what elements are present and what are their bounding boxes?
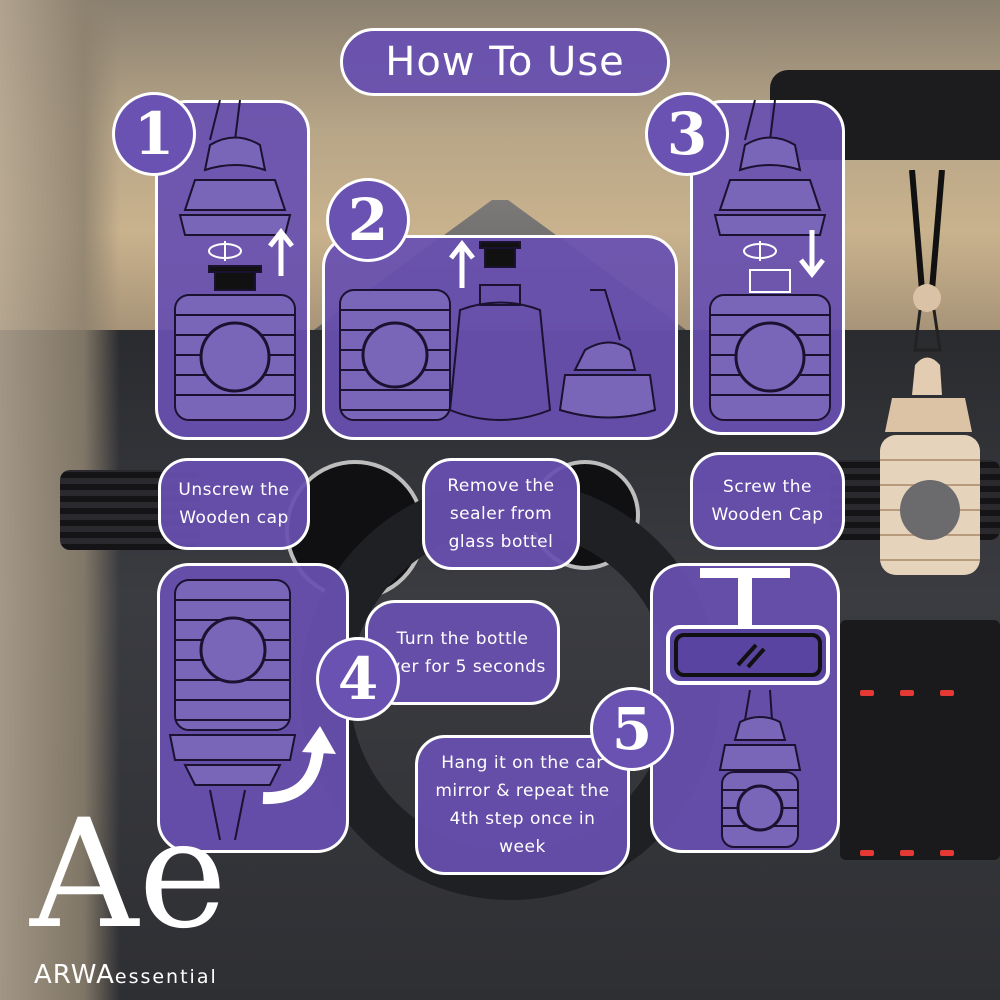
step-1-number: 1 bbox=[112, 92, 196, 176]
logo-name-main: ARWA bbox=[34, 960, 115, 990]
step-1-label: Unscrew the Wooden cap bbox=[158, 458, 310, 550]
step-3-label: Screw the Wooden Cap bbox=[690, 452, 845, 550]
step-5-number: 5 bbox=[590, 687, 674, 771]
step-5-label: Hang it on the car mirror & repeat the 4… bbox=[415, 735, 630, 875]
arrow-up-icon bbox=[447, 240, 477, 290]
step-4-illustration bbox=[165, 570, 345, 850]
step-2-number: 2 bbox=[326, 178, 410, 262]
step-3-number: 3 bbox=[645, 92, 729, 176]
step-5-illustration bbox=[710, 690, 810, 850]
step-4-number: 4 bbox=[316, 637, 400, 721]
hanging-diffuser-photo bbox=[870, 169, 990, 580]
arrow-down-icon bbox=[797, 228, 827, 278]
arrow-up-icon bbox=[266, 228, 296, 278]
logo-mark: Ae bbox=[30, 788, 228, 962]
step-3-illustration bbox=[700, 100, 840, 430]
logo-name-sub: essential bbox=[114, 966, 218, 988]
brand-logo: Ae ARWAessential bbox=[30, 800, 260, 995]
rear-view-mirror-icon bbox=[660, 565, 835, 700]
rotate-icon bbox=[205, 236, 245, 266]
logo-name: ARWAessential bbox=[34, 960, 218, 990]
step-2-label: Remove the sealer from glass bottel bbox=[422, 458, 580, 570]
radio-panel bbox=[840, 620, 1000, 860]
page-title: How To Use bbox=[340, 28, 670, 96]
step-1-illustration bbox=[165, 100, 305, 430]
curved-arrow-icon bbox=[258, 720, 343, 805]
step-2-illustration bbox=[330, 240, 670, 435]
rotate-icon bbox=[740, 236, 780, 266]
